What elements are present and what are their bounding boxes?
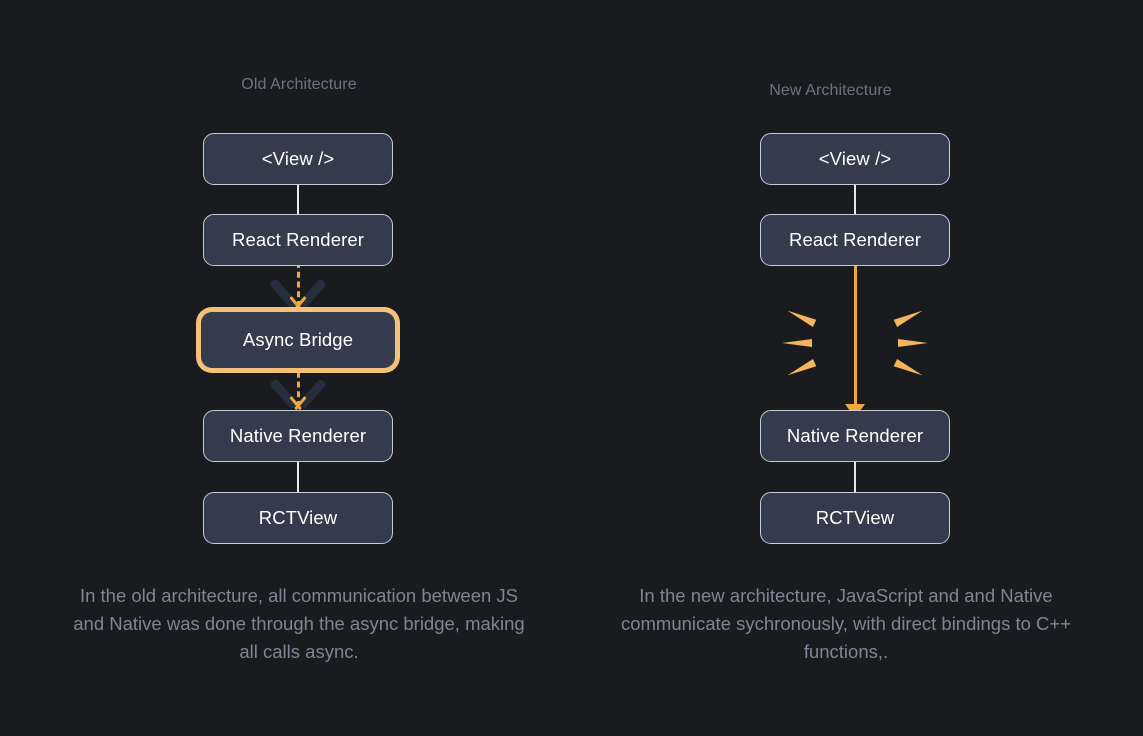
connector-react-to-bridge-dashed [297, 262, 300, 307]
old-architecture-caption: In the old architecture, all communicati… [73, 585, 525, 662]
node-view-new[interactable]: <View /> [760, 133, 950, 185]
node-native-renderer-new[interactable]: Native Renderer [760, 410, 950, 462]
node-native-renderer-old[interactable]: Native Renderer [203, 410, 393, 462]
connector-native-to-rctview-new [854, 460, 856, 494]
node-react-renderer-old[interactable]: React Renderer [203, 214, 393, 266]
new-architecture-column: New Architecture <View /> React Renderer… [598, 0, 1143, 736]
node-rctview-old[interactable]: RCTView [203, 492, 393, 544]
connector-view-to-react-old [297, 183, 299, 216]
node-view-old[interactable]: <View /> [203, 133, 393, 185]
new-architecture-title: New Architecture [769, 82, 892, 99]
chevron-down-icon-2 [286, 396, 310, 411]
connector-native-to-rctview-old [297, 460, 299, 494]
node-async-bridge-highlighted[interactable]: Async Bridge [203, 314, 393, 366]
old-architecture-title: Old Architecture [241, 76, 357, 93]
connector-bridge-to-native-dashed [297, 362, 300, 407]
new-architecture-caption: In the new architecture, JavaScript and … [620, 585, 1072, 662]
node-react-renderer-new[interactable]: React Renderer [760, 214, 950, 266]
old-architecture-column: Old Architecture <View /> React Renderer… [73, 76, 525, 662]
connector-view-to-react-new [854, 183, 856, 216]
node-rctview-new[interactable]: RCTView [760, 492, 950, 544]
connector-react-to-native-solid [854, 262, 857, 414]
chevron-down-icon-1 [286, 296, 310, 311]
